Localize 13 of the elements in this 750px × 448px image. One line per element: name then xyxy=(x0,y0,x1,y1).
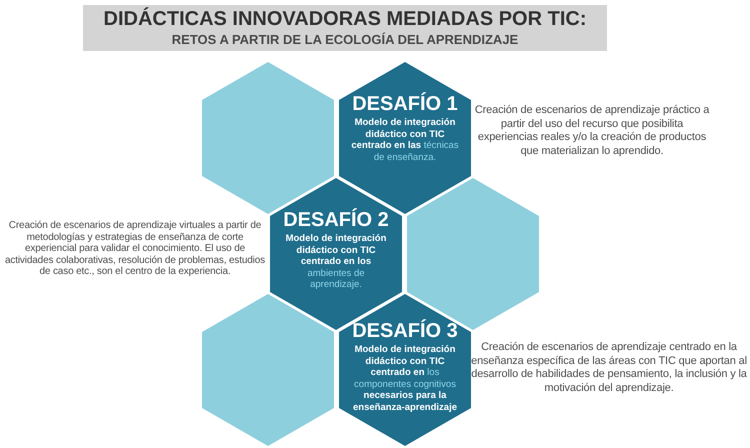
tile-text: Modelo de integración didáctico con TIC centrado en las técnicas de enseñanza. xyxy=(351,117,459,163)
hexagon-tile xyxy=(339,294,471,446)
tile-heading: DESAFÍO 1 xyxy=(352,93,458,115)
tile-heading: DESAFÍO 2 xyxy=(283,209,389,231)
hexagon-tile xyxy=(202,294,334,446)
tile-text: Modelo de integración didáctico con TIC centrado en los ambientes de aprendizaje. xyxy=(284,233,388,290)
tile-heading: DESAFÍO 3 xyxy=(352,320,458,342)
description-text: Creación de escenarios de aprendizaje práctico a partir del uso del recurso que posibilita experiencias reales y/o la creación de productos que materializan lo aprendido. xyxy=(474,104,710,158)
tile-text: Modelo de integración didáctico con TIC centrado en los componentes cognitivos necesarios para la enseñanza-aprendizaje xyxy=(352,344,458,413)
description-text: Creación de escenarios de aprendizaje virtuales a partir de metodologías y estrategias de enseñanza de corte experiencial para validar el conocimiento. El uso de actividades colaborativas, resolución de problemas, estudios de caso etc., son el centro de la experiencia. xyxy=(4,220,266,278)
title-text: DIDÁCTICAS INNOVADORAS MEDIADAS POR TIC: xyxy=(104,8,586,31)
subtitle-text: RETOS A PARTIR DE LA ECOLOGÍA DEL APRENDIZAJE xyxy=(172,32,518,48)
description-text: Creación de escenarios de aprendizaje centrado en la enseñanza específica de las áreas con TIC que aportan al desarrollo de habilidades de pensamiento, la inclusión y la motivación del aprendizaje. xyxy=(470,341,748,395)
